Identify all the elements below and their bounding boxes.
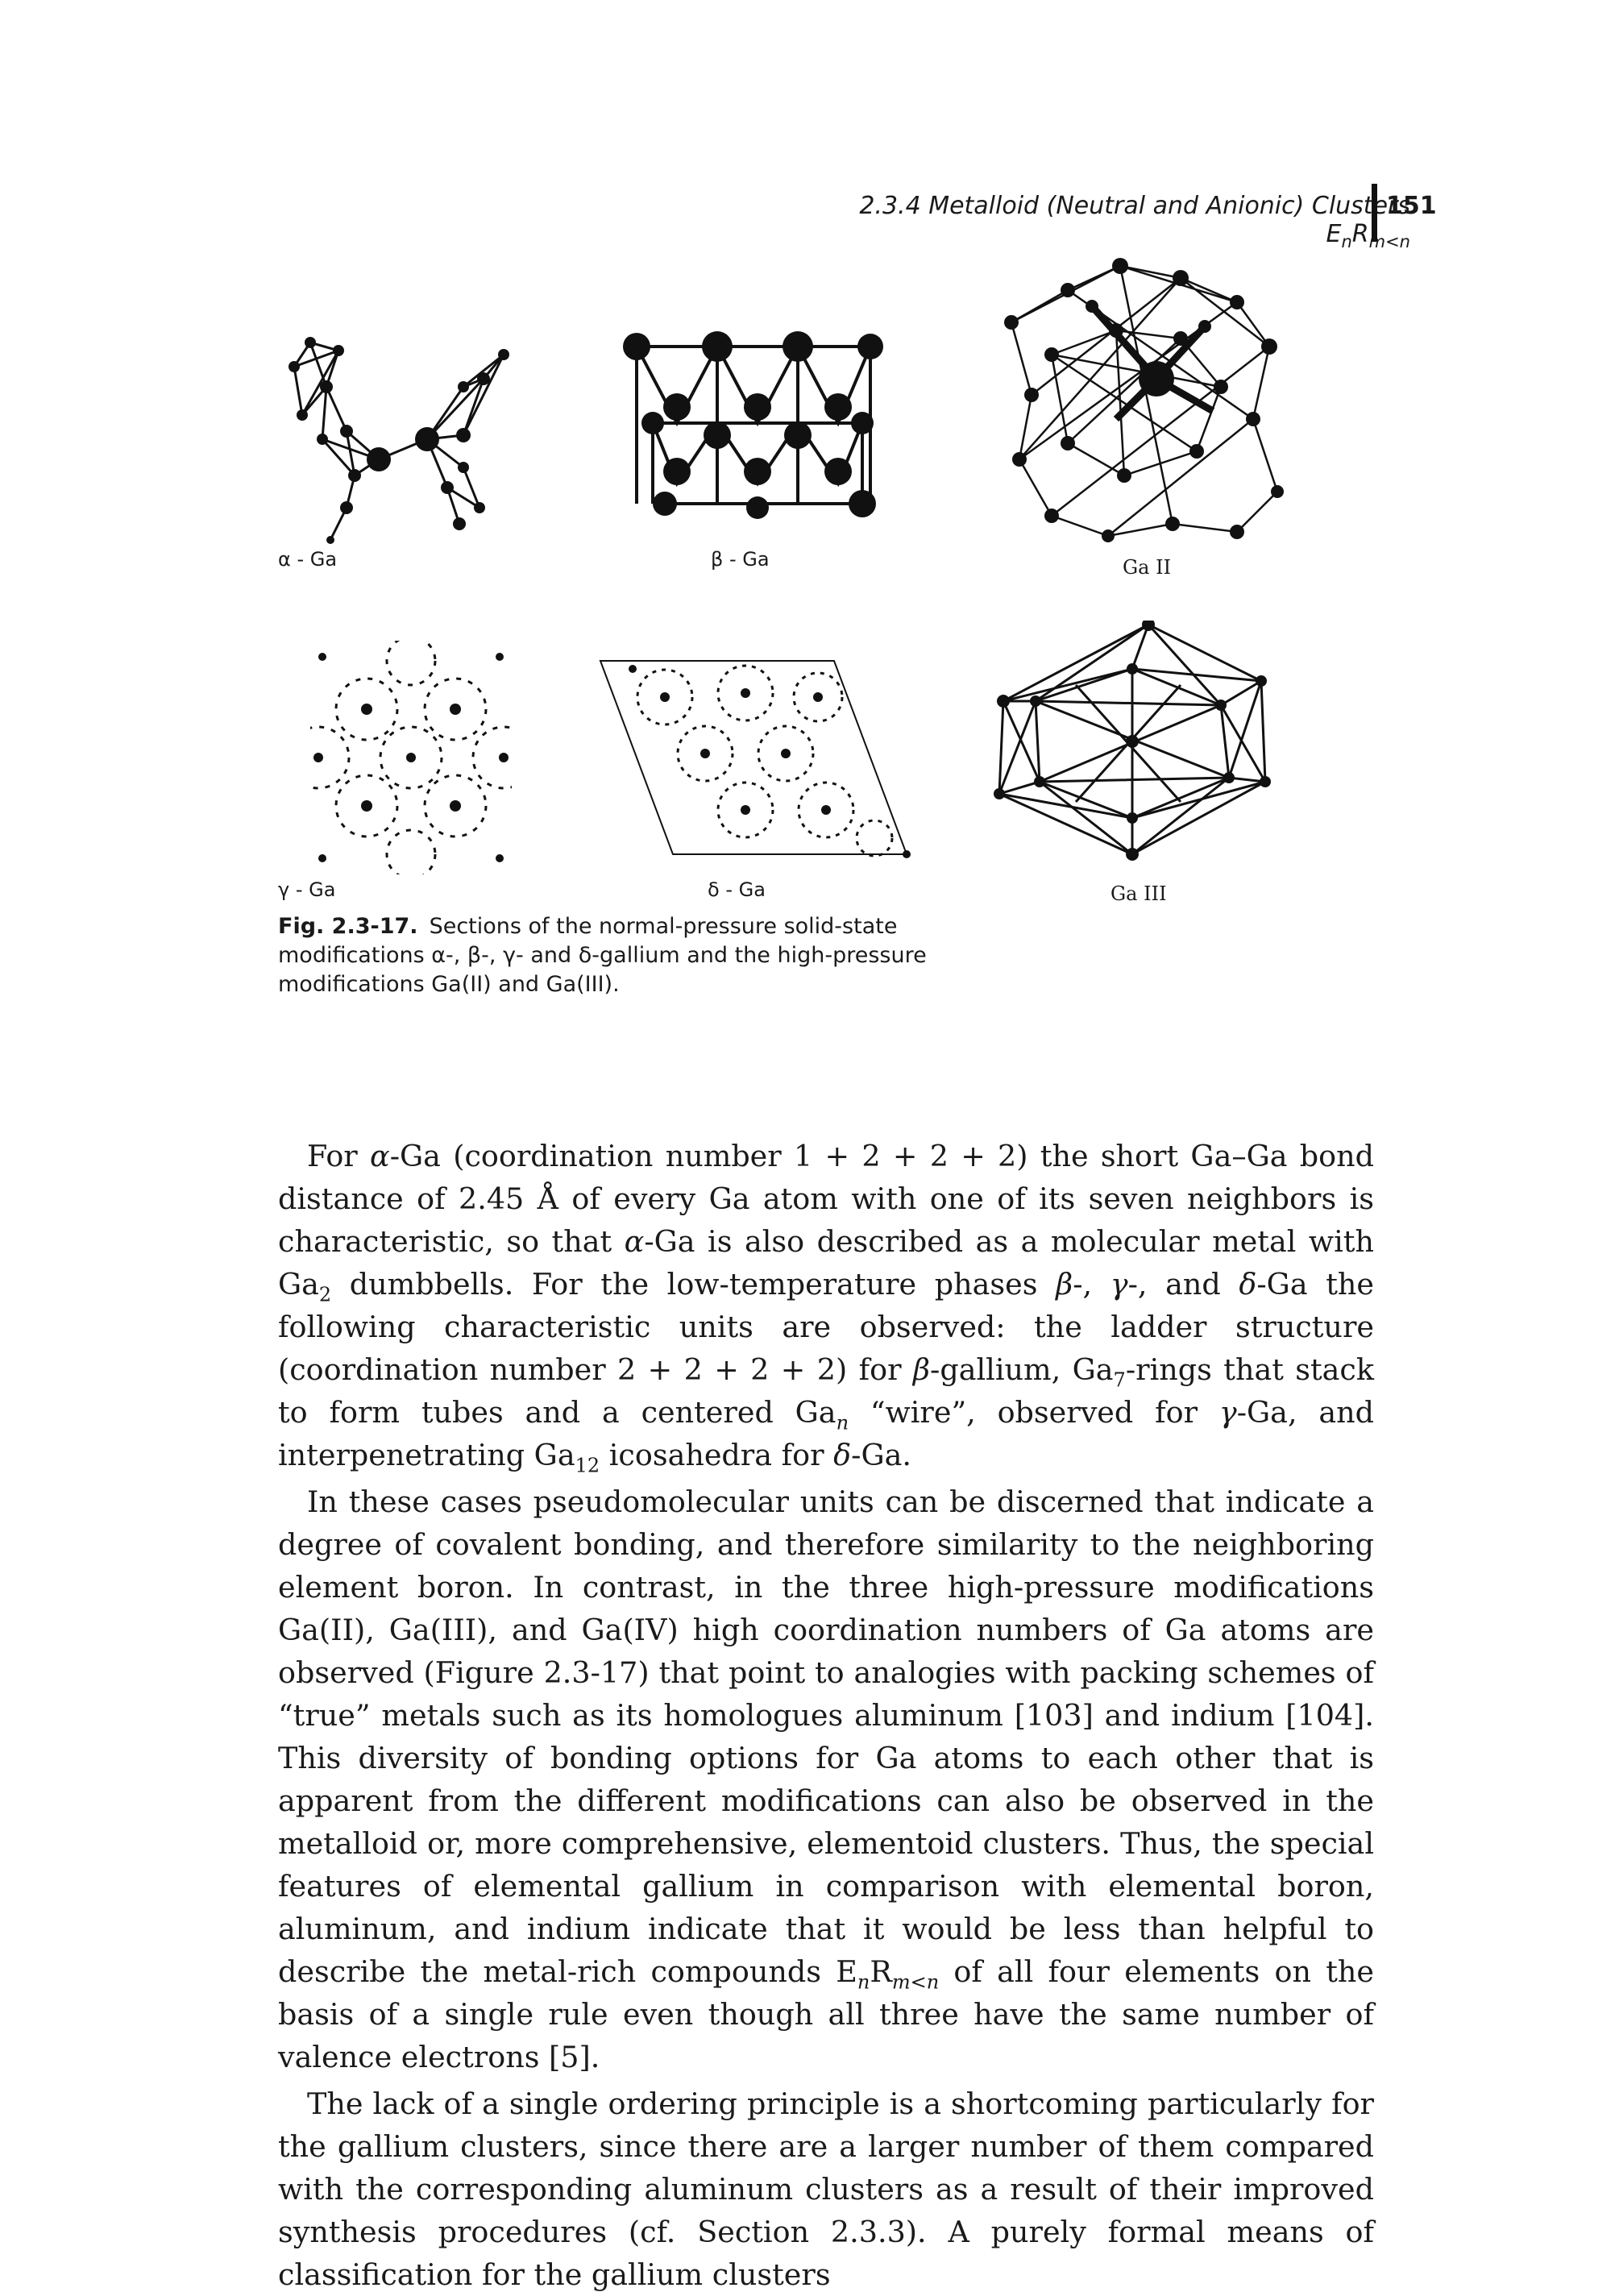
delta-ga-label: δ - Ga <box>708 878 766 901</box>
subscript: n <box>857 1970 870 1994</box>
figure-number: Fig. 2.3-17. <box>278 914 418 939</box>
alpha-ga-label: α - Ga <box>278 548 338 571</box>
text-run: -Ga (coordination number 1 + 2 + 2 + 2) … <box>278 1139 1374 1259</box>
text-run: icosahedra for <box>600 1438 834 1472</box>
delta-ga-drawing <box>599 660 911 858</box>
greek-beta: β <box>912 1352 931 1387</box>
subscript: 7 <box>1113 1368 1126 1392</box>
beta-ga-drawing <box>623 331 883 519</box>
page-number: 151 <box>1386 192 1437 220</box>
alpha-ga-structure <box>278 266 520 544</box>
ga-ii-label: Ga II <box>1123 556 1172 579</box>
running-header: 2.3.4 Metalloid (Neutral and Anionic) Cl… <box>774 192 1410 251</box>
text-run: of all four elements on the basis of a s… <box>278 1954 1374 2074</box>
paragraph-2: In these cases pseudomolecular units can… <box>278 1480 1374 2078</box>
running-title-r: R <box>1351 220 1369 248</box>
ga-iii-drawing <box>994 621 1271 861</box>
greek-delta: δ <box>1239 1267 1257 1302</box>
text-run: “wire”, observed for <box>849 1395 1219 1430</box>
text-run: -Ga the following characteristic units a… <box>278 1267 1374 1387</box>
text-run: -Ga is also described as a molecular met… <box>278 1224 1374 1302</box>
greek-delta: δ <box>833 1438 852 1472</box>
gamma-ga-structure <box>310 641 512 874</box>
running-title-sub-n: n <box>1341 232 1352 251</box>
subscript: 12 <box>575 1454 600 1477</box>
text-run: -, and <box>1127 1267 1239 1302</box>
greek-alpha: α <box>624 1224 645 1259</box>
figure-caption-text: Sections of the normal-pressure solid-st… <box>278 914 927 997</box>
ga-ii-drawing <box>1004 258 1284 542</box>
text-run: -, <box>1073 1267 1110 1302</box>
body-text: For α-Ga (coordination number 1 + 2 + 2 … <box>278 1135 1374 2296</box>
figure-caption: Fig. 2.3-17.Sections of the normal-press… <box>278 912 1027 999</box>
greek-beta: β <box>1056 1267 1073 1302</box>
subscript: m<n <box>891 1970 940 1994</box>
text-run: -Ga, and interpenetrating Ga <box>278 1395 1374 1472</box>
beta-ga-structure <box>621 322 886 528</box>
greek-alpha: α <box>370 1139 390 1173</box>
greek-gamma: γ <box>1218 1395 1237 1430</box>
greek-gamma: γ <box>1110 1267 1128 1302</box>
header-divider <box>1372 184 1377 242</box>
ga-iii-structure <box>987 621 1273 862</box>
text-run: -gallium, Ga <box>930 1352 1114 1387</box>
text-run: dumbbells. For the low-temperature phase… <box>331 1267 1057 1302</box>
running-title: 2.3.4 Metalloid (Neutral and Anionic) Cl… <box>859 192 1410 248</box>
subscript: 2 <box>318 1283 332 1306</box>
delta-ga-structure <box>584 649 923 866</box>
paragraph-3: The lack of a single ordering principle … <box>278 2086 1374 2292</box>
gamma-ga-drawing <box>310 641 512 874</box>
text-run: R <box>870 1954 892 1989</box>
text-run: -rings that stack to form tubes and a ce… <box>278 1352 1374 1430</box>
text-run: -Ga. <box>851 1438 911 1472</box>
gamma-ga-label: γ - Ga <box>278 878 336 901</box>
subscript: n <box>836 1411 849 1434</box>
ga-ii-structure <box>995 258 1293 552</box>
text-run: For <box>307 1139 371 1173</box>
alpha-ga-drawing <box>289 337 509 544</box>
paragraph-1: For α-Ga (coordination number 1 + 2 + 2 … <box>278 1135 1374 1476</box>
ga-iii-label: Ga III <box>1110 882 1167 905</box>
text-run: In these cases pseudomolecular units can… <box>278 1484 1374 1989</box>
beta-ga-label: β - Ga <box>711 548 770 571</box>
